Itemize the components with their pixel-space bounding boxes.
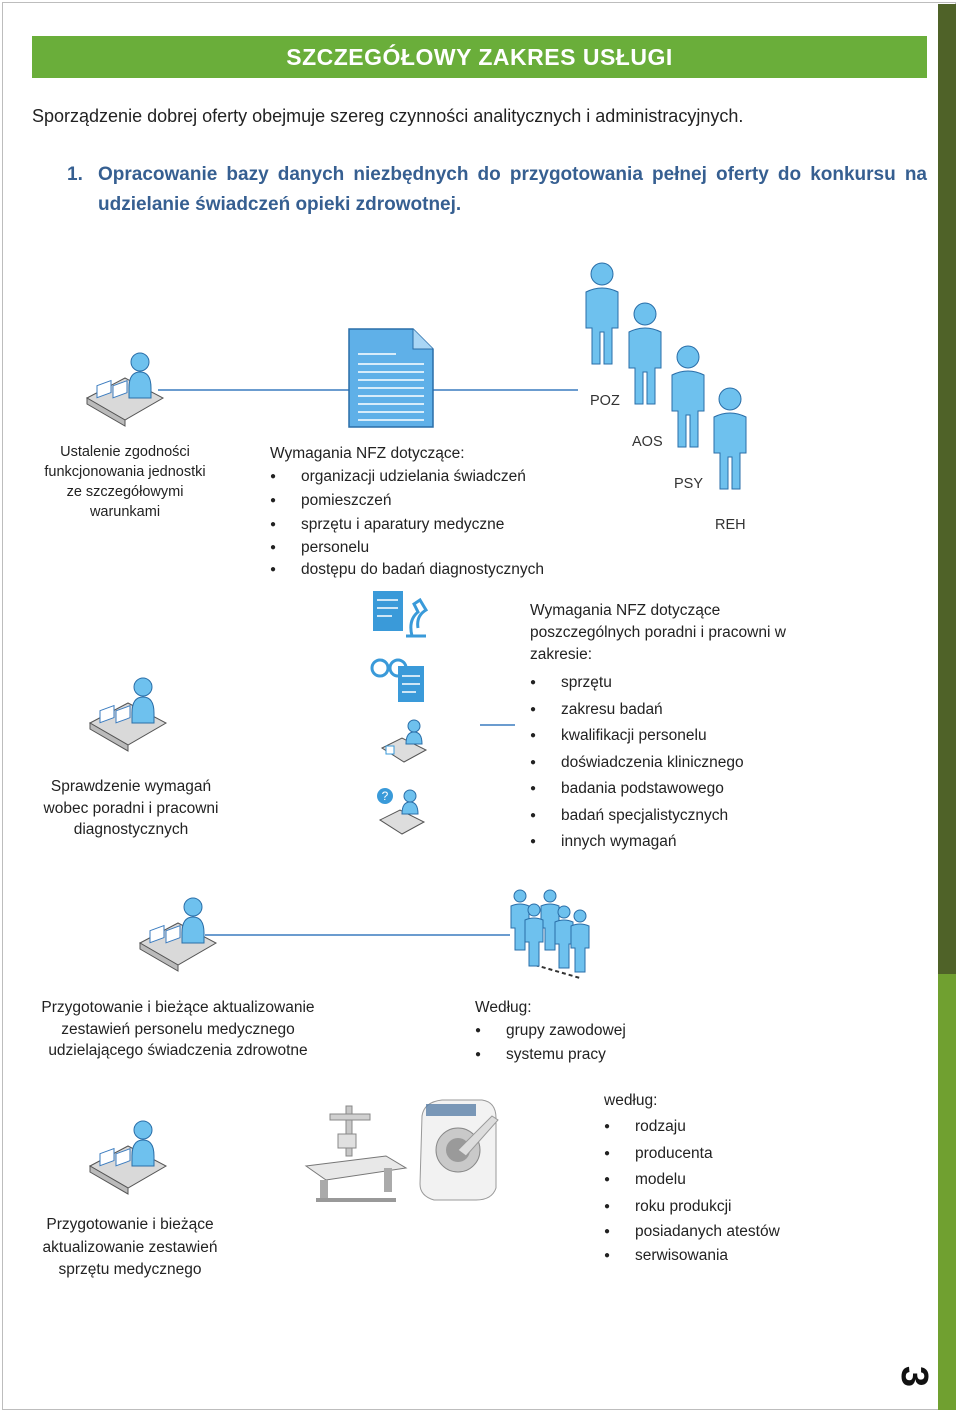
sidebar-stripe	[938, 4, 956, 974]
list-item: badań specjalistycznych	[530, 803, 790, 830]
block4-left-label: Przygotowanie i bieżące aktualizowanie z…	[42, 1216, 218, 1278]
section-heading: 1. Opracowanie bazy danych niezbędnych d…	[67, 160, 927, 220]
list-item: organizacji udzielania świadczeń	[270, 465, 570, 489]
list-item: badania podstawowego	[530, 776, 790, 803]
person-icon	[585, 262, 619, 365]
ct-scanner-icon	[419, 1099, 499, 1201]
desk-worker-icon	[88, 677, 168, 752]
svg-text:?: ?	[382, 789, 389, 803]
question-worker-icon: ?	[377, 788, 426, 835]
glasses-document-icon	[370, 658, 424, 702]
desk-worker-icon	[138, 897, 218, 972]
list-item: producenta	[604, 1141, 824, 1168]
list-item: roku produkcji	[604, 1194, 824, 1221]
microscope-report-icon	[373, 591, 429, 638]
list-item: kwalifikacji personelu	[530, 723, 790, 750]
intro-text: Sporządzenie dobrej oferty obejmuje szer…	[32, 106, 744, 126]
page-title: SZCZEGÓŁOWY ZAKRES USŁUGI	[286, 43, 673, 70]
block1-left-label: Ustalenie zgodności funkcjonowania jedno…	[44, 444, 206, 520]
list-item: dostępu do badań diagnostycznych	[270, 559, 570, 581]
block1-list: Wymagania NFZ dotyczące: organizacji udz…	[270, 443, 570, 581]
block3-left-label: Przygotowanie i bieżące aktualizowanie z…	[41, 999, 315, 1059]
tag-reh: REH	[715, 517, 746, 533]
list-item: innych wymagań	[530, 829, 790, 856]
list-item: doświadczenia klinicznego	[530, 750, 790, 777]
list-item: sprzętu i aparatury medyczne	[270, 513, 570, 537]
list-item: serwisowania	[604, 1244, 824, 1268]
section-number: 1.	[67, 164, 83, 185]
list-item: pomieszczeń	[270, 489, 570, 513]
list-item: systemu pracy	[475, 1043, 695, 1067]
block4-list: według: rodzaju producenta modelu roku p…	[604, 1090, 824, 1268]
tag-aos: AOS	[632, 434, 663, 450]
block3-list-heading: Według:	[475, 999, 532, 1016]
person-icon	[671, 345, 705, 448]
xray-table-icon	[304, 1105, 408, 1202]
block1-list-heading: Wymagania NFZ dotyczące:	[270, 445, 465, 462]
staff-group-icon	[510, 889, 590, 973]
person-icon	[628, 302, 662, 405]
person-icon	[713, 387, 747, 490]
tag-psy: PSY	[674, 476, 704, 492]
sidebar-stripe-lower	[938, 974, 956, 1410]
page-number: 3	[892, 1365, 935, 1388]
list-item: modelu	[604, 1167, 824, 1194]
list-item: sprzętu	[530, 670, 790, 697]
block2-left-label: Sprawdzenie wymagań wobec poradni i prac…	[43, 778, 219, 838]
list-item: grupy zawodowej	[475, 1019, 695, 1043]
list-item: rodzaju	[604, 1114, 824, 1141]
list-item: zakresu badań	[530, 697, 790, 724]
block3-list: Według: grupy zawodowej systemu pracy	[475, 997, 695, 1067]
desk-worker-icon	[85, 352, 165, 427]
list-item: posiadanych atestów	[604, 1220, 824, 1244]
header-bar: SZCZEGÓŁOWY ZAKRES USŁUGI	[32, 36, 927, 78]
block2-list-heading: Wymagania NFZ dotyczące poszczególnych p…	[530, 602, 786, 663]
block4-list-heading: według:	[604, 1092, 658, 1109]
tag-poz: POZ	[590, 393, 620, 409]
list-item: personelu	[270, 537, 570, 559]
section-title: Opracowanie bazy danych niezbędnych do p…	[98, 164, 927, 215]
block2-list: Wymagania NFZ dotyczące poszczególnych p…	[530, 600, 790, 856]
document-icon	[348, 328, 434, 428]
desk-worker-icon	[88, 1120, 168, 1195]
desk-worker-small-icon	[380, 719, 428, 763]
